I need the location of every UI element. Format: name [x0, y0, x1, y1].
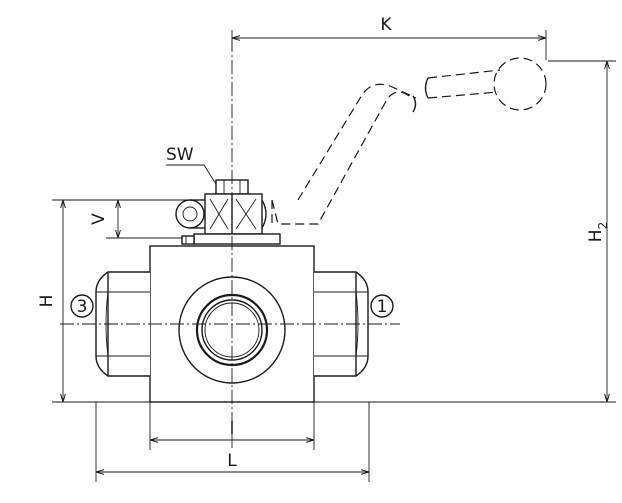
dimension-h2: H2 — [300, 60, 616, 403]
dimension-v-label: V — [89, 213, 109, 225]
dimension-k: K — [231, 15, 547, 60]
dimension-k-label: K — [380, 15, 392, 35]
dimension-h-label: H — [37, 295, 57, 308]
handle — [271, 57, 547, 225]
stem-assembly — [175, 179, 281, 245]
dimension-l-large-label: L — [227, 451, 237, 471]
dimension-sw-label: SW — [166, 145, 194, 165]
dimension-h2-label: H2 — [586, 222, 610, 242]
port-marker-left: 3 — [70, 294, 94, 318]
center-lines — [60, 38, 400, 450]
port-marker-left-label: 3 — [77, 297, 88, 317]
port-marker-right-label: 1 — [377, 297, 388, 317]
dimension-v: V — [89, 200, 184, 239]
dimension-l-large: L — [95, 402, 370, 482]
port-marker-right: 1 — [370, 294, 394, 318]
